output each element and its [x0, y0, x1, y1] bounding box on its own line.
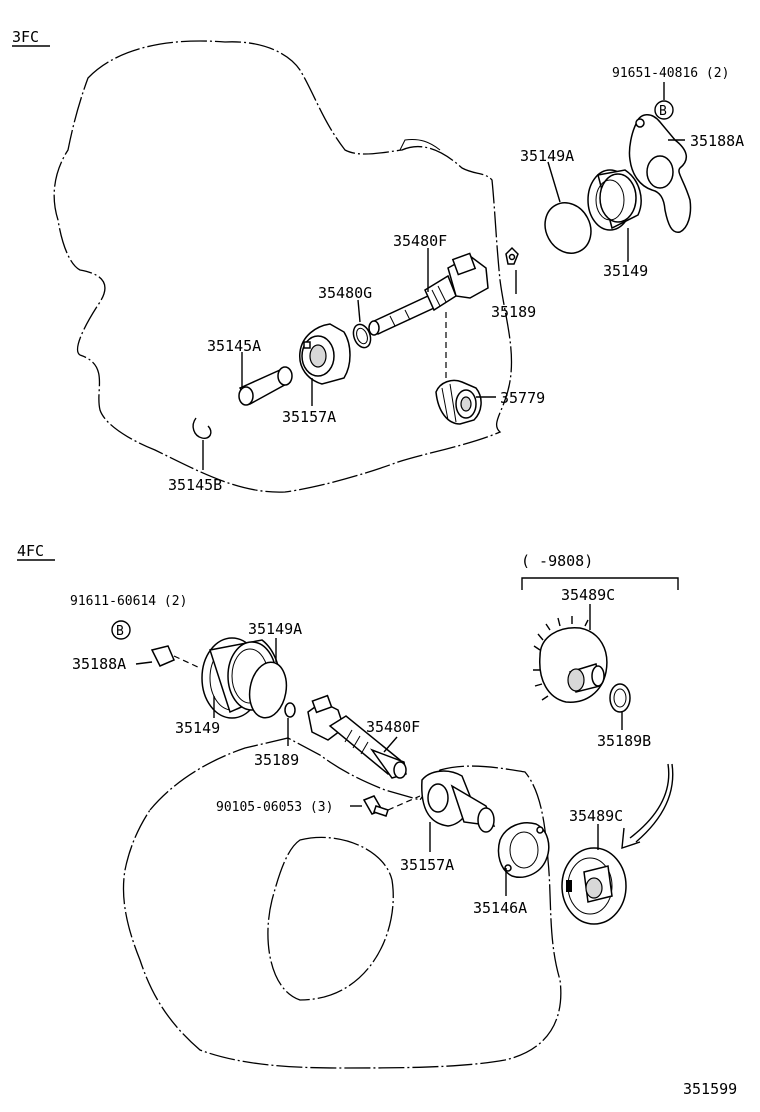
part-35149A-lower: [248, 661, 288, 719]
part-35188A-lower: [150, 645, 175, 667]
housing-inner-bore: [267, 836, 394, 1001]
arrow-replacement-curve-2: [635, 763, 674, 843]
label-bolt-91611: 91611-60614 (2): [70, 594, 187, 609]
date-bracket: [521, 577, 679, 590]
bolt-marker-lower: B: [116, 624, 124, 639]
part-35157A-lower: [421, 770, 496, 833]
label-35146A-lower: 35146A: [473, 899, 527, 917]
arrow-replacement-curve: [629, 763, 670, 839]
leader-35480G-upper: [357, 299, 361, 323]
leader-35188A-lower: [135, 661, 153, 665]
label-35188A-lower: 35188A: [72, 655, 126, 673]
label-35480F-lower: 35480F: [366, 718, 420, 736]
part-35480F-upper: [368, 252, 489, 336]
label-35157A-upper: 35157A: [282, 408, 336, 426]
bolt-marker-circle-upper: [654, 100, 674, 120]
part-35157A-upper: [299, 323, 351, 385]
part-35188A-upper: [628, 114, 692, 233]
label-35157A-lower: 35157A: [400, 856, 454, 874]
label-bolt-91651: 91651-40816 (2): [612, 66, 729, 81]
leader-35480F-lower: [383, 736, 398, 753]
arrow-replacement-head: [621, 827, 641, 850]
diagram-number: 351599: [683, 1080, 737, 1098]
label-35189-upper: 35189: [491, 303, 536, 321]
part-35145A-upper: [238, 366, 293, 406]
section-label-4fc: 4FC: [17, 542, 44, 560]
label-35149A-upper: 35149A: [520, 147, 574, 165]
label-35149A-lower: 35149A: [248, 620, 302, 638]
part-35145B-upper: [192, 417, 212, 440]
part-90105-bolt: [362, 795, 389, 817]
label-bolt-90105: 90105-06053 (3): [216, 800, 333, 815]
label-35489C-bottom: 35489C: [569, 807, 623, 825]
label-35480F-upper: 35480F: [393, 232, 447, 250]
part-35149A-upper: [544, 202, 592, 254]
label-35779-upper: 35779: [500, 389, 545, 407]
label-35188A-upper: 35188A: [690, 132, 744, 150]
dash-90105: [387, 795, 421, 811]
label-35189B-lower: 35189B: [597, 732, 651, 750]
label-35145B-upper: 35145B: [168, 476, 222, 494]
housing-inner-edge: [399, 139, 441, 151]
part-35480F-lower: [307, 694, 407, 779]
part-35189B-lower: [609, 683, 631, 713]
section-label-3fc: 3FC: [12, 28, 39, 46]
section-3fc: 3FC 35188A 91651-40816 (2) B 35149 3: [12, 28, 744, 494]
part-35779-upper: [435, 379, 482, 425]
part-35489C-bottom: [561, 847, 627, 925]
label-35489C-top: 35489C: [561, 586, 615, 604]
part-35189-lower: [284, 702, 296, 718]
label-35149-upper: 35149: [603, 262, 648, 280]
part-35149-upper: [587, 169, 642, 231]
transaxle-housing-outline-lower: [122, 737, 562, 1069]
label-35480G-upper: 35480G: [318, 284, 372, 302]
label-35149-lower: 35149: [175, 719, 220, 737]
part-35189-upper: [505, 246, 519, 265]
label-35145A-upper: 35145A: [207, 337, 261, 355]
leader-35149A-upper: [547, 161, 561, 203]
part-35146A-lower: [497, 822, 550, 878]
bolt-marker-upper: B: [659, 104, 667, 119]
transaxle-housing-outline-upper: [53, 40, 513, 493]
label-date-range: ( -9808): [521, 552, 593, 570]
part-35489C-top: [533, 616, 608, 703]
label-35189-lower: 35189: [254, 751, 299, 769]
bolt-marker-circle-lower: [111, 620, 131, 640]
dash-35188A-lower: [173, 655, 201, 669]
section-4fc: 4FC ( -9808) 35489C 35189B: [17, 542, 679, 1069]
